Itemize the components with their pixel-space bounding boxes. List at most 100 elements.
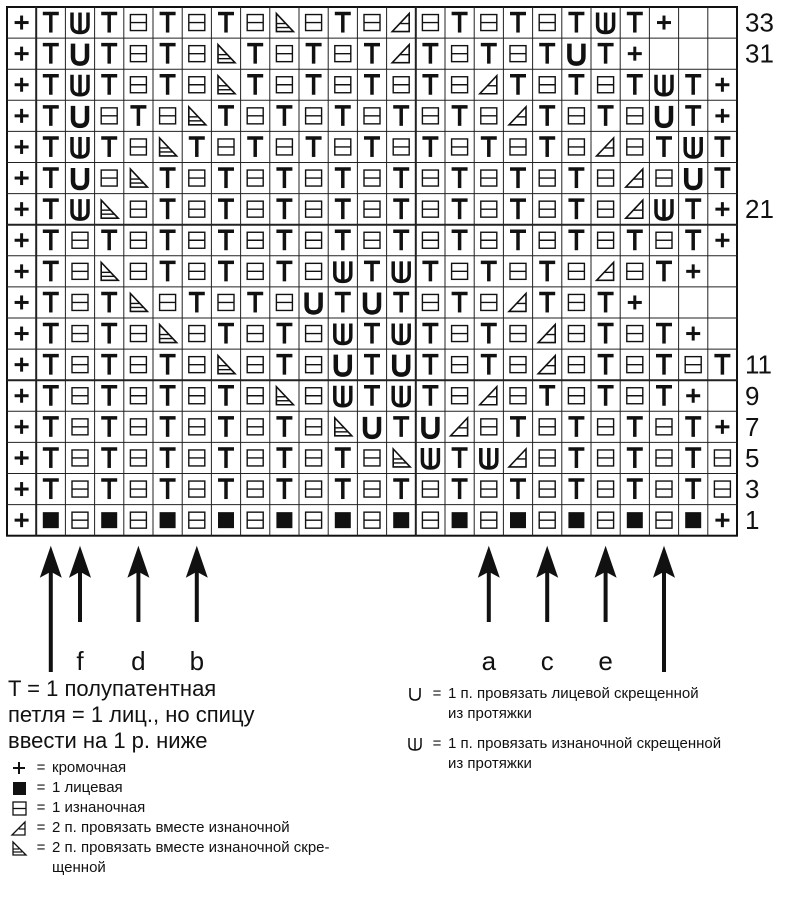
stitch-purl	[246, 169, 264, 187]
stitch-W	[70, 136, 90, 159]
stitch-T	[626, 416, 643, 437]
stitch-T	[276, 353, 293, 375]
stitch-purl	[421, 293, 440, 312]
stitch-T	[568, 167, 585, 189]
stitch-plus	[14, 326, 29, 341]
stitch-T	[422, 42, 439, 64]
stitch-plus	[14, 419, 29, 434]
stitch-purl	[392, 138, 410, 156]
stitch-T	[101, 42, 118, 64]
stitch-purl	[363, 231, 381, 249]
stitch-T	[626, 447, 643, 468]
stitch-plus	[14, 482, 29, 497]
stitch-T	[218, 385, 234, 406]
stitch-decL	[217, 73, 237, 95]
stitch-purl	[188, 262, 206, 281]
legend-left: T = 1 полупатентная петля = 1 лиц., но с…	[8, 676, 398, 878]
legend-item: =1 изнаночная	[8, 798, 398, 818]
stitch-decL	[334, 415, 354, 437]
stitch-purl	[538, 231, 556, 249]
stitch-purl	[188, 387, 206, 405]
stitch-T	[159, 167, 176, 189]
stitch-purl	[188, 169, 206, 187]
stitch-T	[276, 198, 293, 220]
stitch-purl	[334, 138, 352, 156]
stitch-purl	[188, 355, 206, 374]
stitch-T	[42, 42, 59, 64]
stitch-purl	[304, 449, 323, 467]
stitch-purl	[480, 511, 498, 529]
stitch-T	[218, 167, 234, 189]
stitch-W	[654, 199, 674, 221]
stitch-purl	[129, 200, 148, 218]
stitch-purl	[246, 13, 264, 32]
stitch-T	[101, 416, 118, 437]
stitch-purl	[509, 44, 527, 63]
stitch-purl	[596, 418, 615, 436]
stitch-decL	[100, 198, 121, 219]
stitch-T	[334, 478, 351, 500]
stitch-T	[42, 322, 59, 344]
row-number-label: 3	[745, 474, 759, 504]
stitch-decR	[594, 135, 615, 157]
stitch-purl	[71, 262, 89, 281]
stitch-T	[159, 478, 176, 500]
stitch-purl	[304, 324, 323, 343]
stitch-T	[539, 42, 556, 64]
stitch-T	[101, 291, 118, 313]
stitch-U	[362, 292, 382, 315]
stitch-purl	[626, 387, 644, 405]
stitch-purl	[421, 231, 440, 249]
stitch-purl	[71, 231, 89, 249]
stitch-purl	[567, 324, 586, 343]
stitch-purl	[567, 107, 586, 125]
stitch-plus	[686, 326, 701, 341]
stitch-purl	[509, 138, 527, 156]
stitch-T	[422, 260, 439, 282]
stitch-T	[334, 11, 351, 33]
legend-equals: =	[432, 735, 442, 752]
stitch-purl	[363, 200, 381, 218]
stitch-plus	[14, 139, 29, 154]
stitch-plus	[14, 295, 29, 310]
stitch-purl	[596, 169, 615, 187]
arrow-edge	[653, 545, 675, 672]
stitch-U	[70, 168, 90, 191]
legend-text: 1 лицевая	[52, 779, 123, 796]
stitch-T	[218, 416, 234, 437]
legend-text-line-1: 1 п. провязать изнаночной скрещенной	[448, 735, 722, 752]
stitch-purl	[188, 449, 206, 467]
stitch-T	[597, 291, 614, 313]
stitch-purl	[304, 387, 323, 405]
stitch-T	[364, 322, 380, 344]
stitch-plus	[715, 108, 730, 123]
stitch-T	[218, 229, 234, 251]
stitch-purl	[304, 262, 323, 281]
stitch-purl	[596, 449, 615, 467]
stitch-T	[364, 353, 380, 375]
stitch-T	[685, 447, 702, 468]
stitch-T	[568, 447, 585, 468]
stitch-purl	[480, 293, 498, 312]
stitch-T	[480, 136, 497, 157]
stitch-purl	[71, 293, 89, 312]
stitch-U	[391, 354, 411, 377]
stitch-T	[393, 167, 410, 189]
stitch-purl	[626, 138, 644, 156]
stitch-T	[393, 291, 410, 313]
stitch-purl	[246, 387, 264, 405]
stitch-decL	[217, 42, 237, 64]
stitch-decR	[623, 167, 644, 188]
stitch-T	[393, 105, 410, 126]
stitch-T	[656, 353, 672, 375]
stitch-purl	[509, 387, 527, 405]
legend-symbol-icon	[8, 758, 30, 778]
stitch-plus	[715, 233, 730, 248]
stitch-knit	[568, 512, 585, 529]
legend-main-line-2: петля = 1 лиц., но спицу	[8, 702, 255, 727]
stitch-decR	[507, 291, 527, 313]
stitch-purl	[596, 76, 615, 94]
stitch-T	[626, 74, 643, 95]
